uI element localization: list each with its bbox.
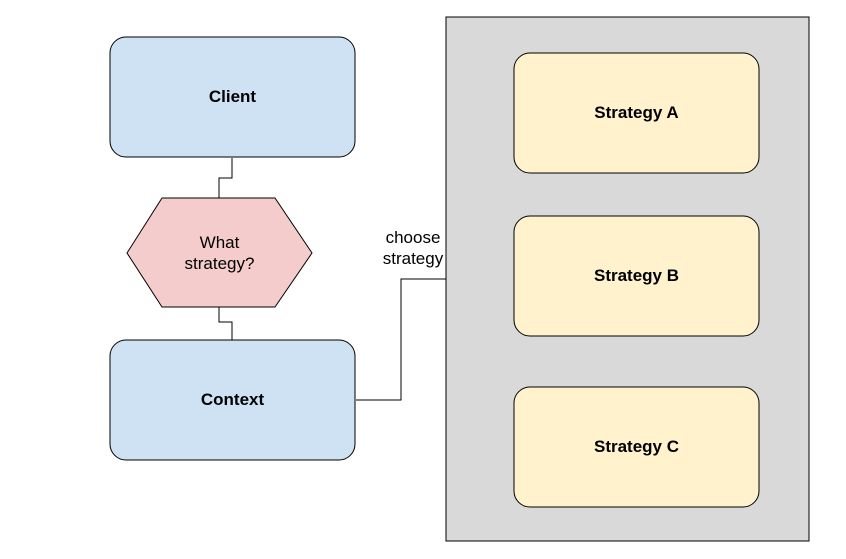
decision-label-line-1: What bbox=[199, 232, 240, 252]
client-label: Client bbox=[208, 87, 257, 106]
connector-client-to-decision bbox=[218, 158, 233, 198]
choose-strategy-line-1: choose bbox=[385, 228, 441, 247]
strategy-a-node bbox=[513, 52, 760, 174]
connector-decision-to-context bbox=[218, 307, 233, 340]
strategy-c-node bbox=[513, 386, 760, 508]
decision-node bbox=[126, 197, 313, 308]
connector-context-to-strategies bbox=[356, 278, 446, 401]
strategy-a-label: Strategy A bbox=[594, 103, 679, 122]
decision-label: What strategy? bbox=[127, 198, 312, 307]
client-node bbox=[109, 36, 356, 158]
choose-strategy-line-2: strategy bbox=[382, 249, 444, 268]
choose-strategy-edge-label: choose strategy bbox=[374, 226, 452, 270]
decision-label-line-2: strategy? bbox=[184, 253, 255, 273]
context-label: Context bbox=[200, 390, 265, 409]
strategy-b-label: Strategy B bbox=[593, 266, 680, 285]
strategy-c-label: Strategy C bbox=[593, 437, 680, 456]
context-node bbox=[109, 339, 356, 461]
strategy-b-node bbox=[513, 215, 760, 337]
